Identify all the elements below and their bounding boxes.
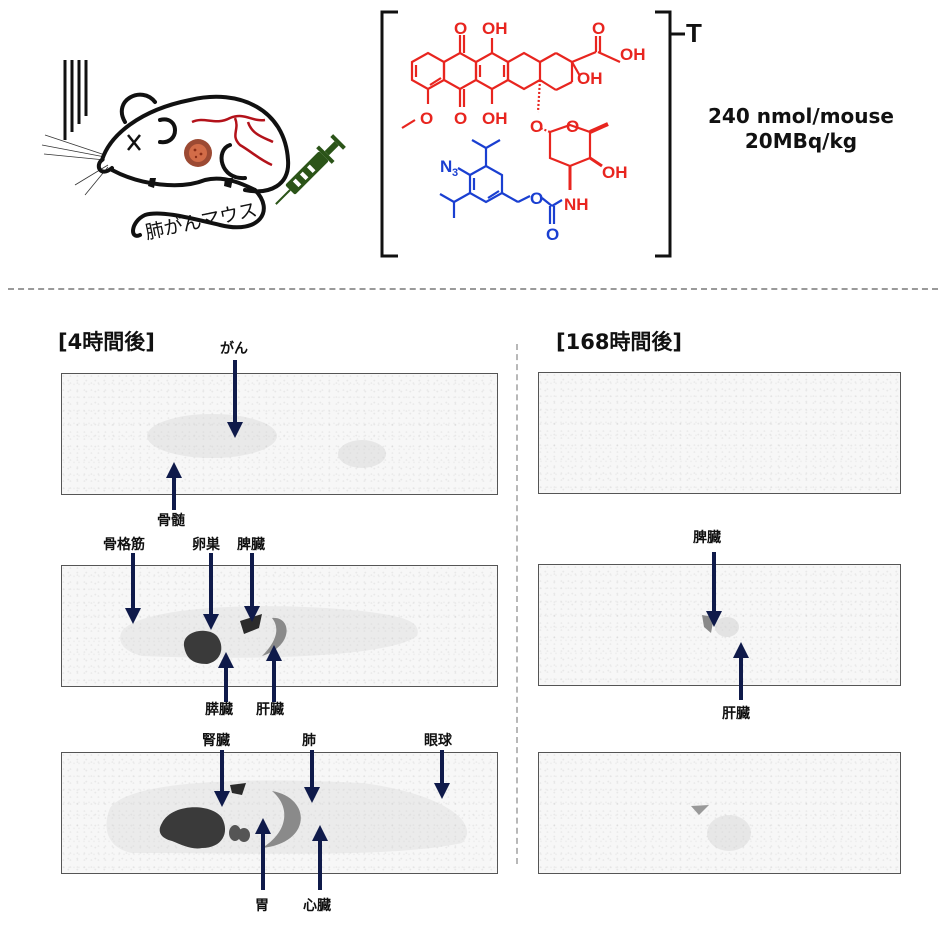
autoradiograph-168h-3 xyxy=(538,752,901,874)
arrow-down-icon xyxy=(706,552,722,627)
svg-text:O: O xyxy=(566,117,579,136)
section-divider xyxy=(8,288,938,290)
bracket-right xyxy=(655,10,685,258)
dead-eye-icon xyxy=(127,134,141,151)
label-liver: 肝臓 xyxy=(256,702,284,718)
dose-amount: 240 nmol/mouse xyxy=(708,104,894,128)
svg-text:OH: OH xyxy=(602,163,628,182)
svg-text:O: O xyxy=(420,109,433,128)
svg-text:O: O xyxy=(530,189,543,208)
svg-text:OH: OH xyxy=(620,45,646,64)
timepoint-header-4h: [4時間後] xyxy=(58,330,155,354)
arrow-down-icon xyxy=(203,553,219,630)
linker-atom-labels: N 3 O O xyxy=(440,157,559,244)
svg-text:O: O xyxy=(454,109,467,128)
azide-linker-structure xyxy=(439,139,563,224)
label-bone-marrow: 骨髄 xyxy=(157,513,185,529)
mouse-icon xyxy=(96,92,291,238)
dose-info: 240 nmol/mouse 20MBq/kg xyxy=(696,104,906,154)
tritium-label: T xyxy=(686,18,702,48)
timepoint-divider xyxy=(516,344,518,864)
label-heart: 心臓 xyxy=(303,898,331,914)
autoradiograph-4h-3 xyxy=(61,752,498,874)
label-spleen: 脾臓 xyxy=(237,537,265,553)
drug-atom-labels: O O OH OH O O OH OH O O OH NH xyxy=(420,19,646,214)
tumor-icon xyxy=(184,139,212,167)
autoradiograph-168h-1 xyxy=(538,372,901,494)
arrow-up-icon xyxy=(166,462,182,510)
arrow-up-icon xyxy=(218,652,234,702)
label-ovary: 卵巣 xyxy=(192,537,220,553)
arrow-down-icon xyxy=(214,750,230,807)
label-lung: 肺 xyxy=(302,733,316,749)
lung-cancer-mouse-illustration xyxy=(41,60,346,238)
tissue-section xyxy=(147,414,386,468)
tissue-section xyxy=(106,780,468,854)
svg-text:OH: OH xyxy=(482,109,508,128)
doxorubicin-structure xyxy=(401,35,621,190)
arrow-down-icon xyxy=(304,750,320,803)
svg-text:O: O xyxy=(546,225,559,244)
bracket-left xyxy=(380,10,398,258)
arrow-up-icon xyxy=(733,642,749,700)
label-stomach: 胃 xyxy=(255,898,269,914)
label-skeletal-muscle: 骨格筋 xyxy=(103,537,145,553)
arrow-down-icon xyxy=(125,553,141,624)
whiskers-icon xyxy=(41,134,109,196)
syringe-icon xyxy=(275,134,346,205)
arrow-down-icon xyxy=(244,553,260,622)
arrow-down-icon xyxy=(227,360,243,438)
svg-text:O: O xyxy=(592,19,605,38)
arrow-up-icon xyxy=(312,825,328,890)
svg-text:NH: NH xyxy=(564,195,589,214)
arrow-up-icon xyxy=(255,818,271,890)
dose-radioactivity: 20MBq/kg xyxy=(744,129,858,153)
svg-text:N: N xyxy=(440,157,452,176)
blood-vessel-icon xyxy=(191,114,274,167)
svg-text:O: O xyxy=(530,117,543,136)
mouse-feet-icon xyxy=(148,178,233,188)
timepoint-header-168h: [168時間後] xyxy=(556,330,683,354)
svg-text:O: O xyxy=(454,19,467,38)
autoradiograph-168h-2 xyxy=(538,564,901,686)
arrow-up-icon xyxy=(266,645,282,702)
svg-text:OH: OH xyxy=(577,69,603,88)
autoradiograph-4h-1 xyxy=(61,373,498,495)
tissue-section xyxy=(691,805,751,851)
motion-lines-icon xyxy=(63,60,88,140)
label-spleen-168h: 脾臓 xyxy=(693,530,721,546)
arrow-down-icon xyxy=(434,750,450,799)
tissue-section xyxy=(120,606,418,664)
label-liver-168h: 肝臓 xyxy=(722,706,750,722)
svg-text:3: 3 xyxy=(452,167,458,179)
label-kidney: 腎臓 xyxy=(202,733,230,749)
label-tumor: がん xyxy=(220,341,248,357)
label-pancreas: 膵臓 xyxy=(205,702,233,718)
svg-text:OH: OH xyxy=(482,19,508,38)
label-eyeball: 眼球 xyxy=(424,733,452,749)
chemical-structure: T xyxy=(380,10,702,258)
